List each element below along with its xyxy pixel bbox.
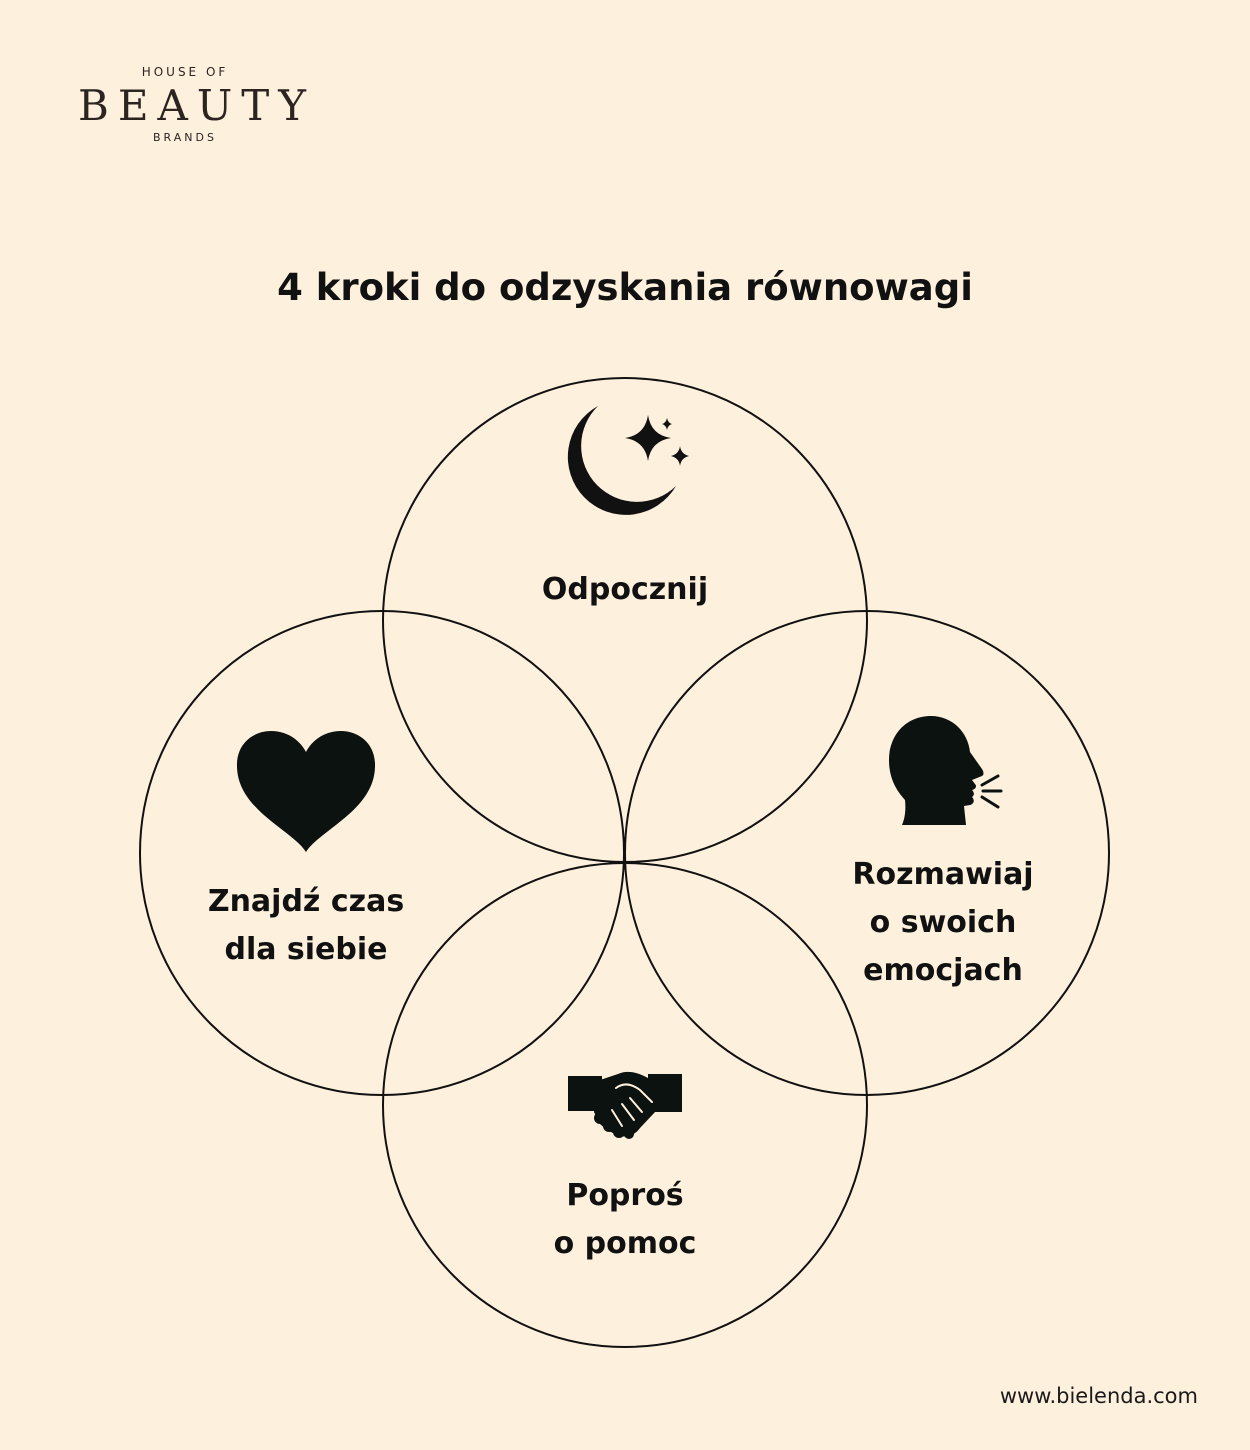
step-label-help-line-2: o pomoc bbox=[553, 1226, 697, 1261]
step-label-time-for-yourself: Znajdź czas dla siebie bbox=[156, 878, 456, 974]
brand-logo: HOUSE OF BEAUTY BRANDS bbox=[70, 62, 315, 146]
step-label-talk-line-2: o swoich bbox=[869, 905, 1017, 940]
step-label-talk-emotions: Rozmawiaj o swoich emocjach bbox=[793, 851, 1093, 995]
step-label-time-line-2: dla siebie bbox=[224, 932, 388, 967]
step-label-ask-for-help: Poproś o pomoc bbox=[475, 1172, 775, 1268]
brand-logo-top: HOUSE OF bbox=[141, 65, 229, 79]
step-label-help-line-1: Poproś bbox=[566, 1178, 684, 1213]
moon-stars-icon bbox=[567, 406, 689, 515]
page-title: 4 kroki do odzyskania równowagi bbox=[277, 266, 973, 309]
footer-website: www.bielenda.com bbox=[999, 1384, 1198, 1408]
brand-logo-bottom: BRANDS bbox=[153, 131, 217, 144]
step-label-time-line-1: Znajdź czas bbox=[207, 884, 405, 919]
step-label-rest: Odpocznij bbox=[475, 566, 775, 614]
step-label-talk-line-1: Rozmawiaj bbox=[852, 857, 1034, 892]
circle-top bbox=[382, 377, 868, 863]
step-label-talk-line-3: emocjach bbox=[863, 953, 1023, 988]
step-label-rest-line-1: Odpocznij bbox=[541, 572, 709, 607]
brand-logo-main: BEAUTY bbox=[78, 81, 315, 130]
heart-icon bbox=[236, 731, 376, 852]
speaking-head-icon bbox=[889, 716, 1003, 825]
circle-bottom bbox=[382, 862, 868, 1348]
circle-left bbox=[139, 610, 625, 1096]
handshake-icon bbox=[568, 1071, 682, 1139]
